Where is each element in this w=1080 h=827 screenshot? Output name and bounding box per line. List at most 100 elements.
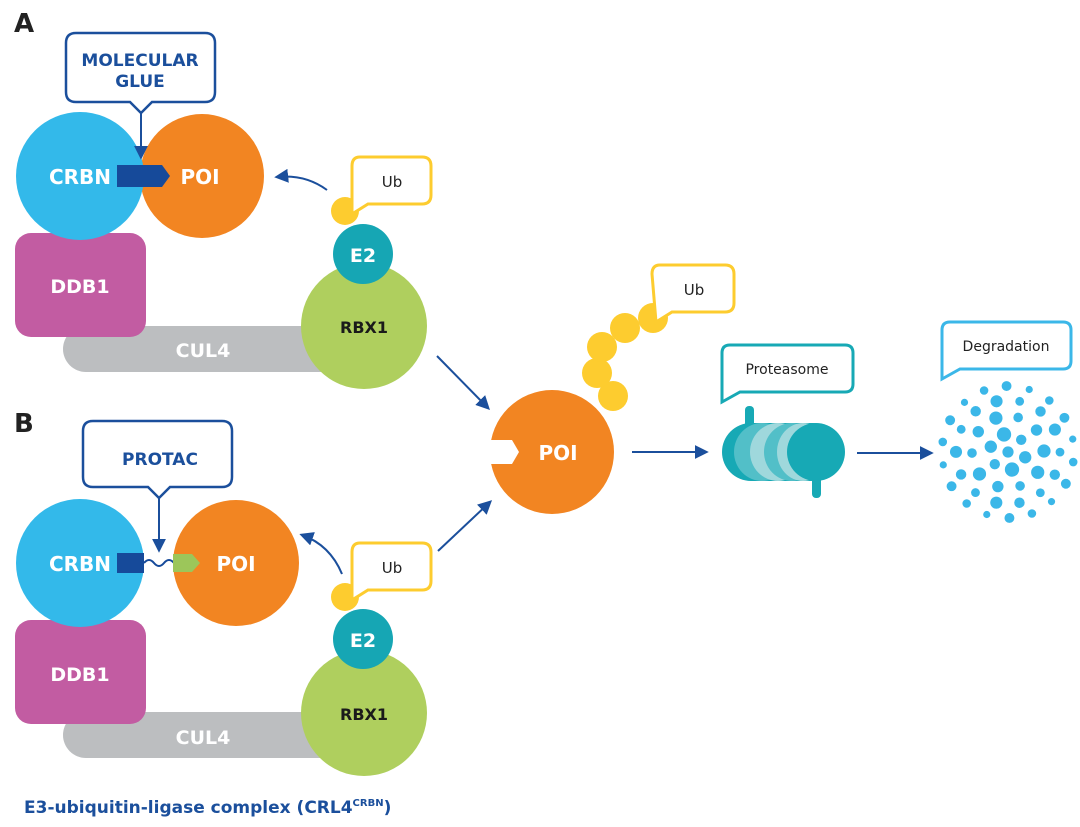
fragment-dot	[1031, 465, 1045, 479]
crbn-circle-a	[16, 112, 144, 240]
degradation-group: Degradation	[938, 320, 1078, 523]
rbx1-label-b: RBX1	[340, 705, 388, 724]
fragment-dot	[955, 469, 967, 480]
fragment-dot	[1055, 447, 1065, 457]
fragment-dot	[1027, 509, 1037, 518]
rbx1-circle-a	[301, 263, 427, 389]
fragment-dot	[1035, 488, 1045, 498]
fragment-dot	[1019, 451, 1032, 464]
poi-label-center: POI	[538, 441, 577, 465]
callout-line1-a: MOLECULAR	[81, 51, 198, 71]
ubiquitinated-poi-group: POI Ub	[436, 263, 736, 552]
fragment-dot	[992, 480, 1004, 493]
fragment-dot	[990, 496, 1003, 509]
fragment-dot	[1016, 434, 1027, 445]
fragment-dot	[979, 386, 989, 395]
poi-binding-notch	[488, 440, 519, 464]
fragment-dot	[1004, 462, 1020, 477]
fragment-dot	[1035, 406, 1046, 417]
protac-poi-ligand	[173, 554, 200, 572]
fragment-dot	[1015, 481, 1025, 491]
proteasome-label: Proteasome	[745, 362, 828, 378]
ub-chain-bead	[582, 358, 612, 388]
ddb1-label-a: DDB1	[50, 276, 109, 298]
ub-chain-bead	[598, 381, 628, 411]
poi-circle-b	[173, 500, 299, 626]
fragment-dot	[939, 461, 947, 469]
crbn-label-b: CRBN	[49, 552, 111, 576]
fragment-dot	[1069, 435, 1077, 443]
callout-label-b: PROTAC	[122, 450, 198, 470]
fragment-dot	[1047, 498, 1056, 506]
panel-a-letter: A	[14, 9, 34, 39]
fragment-dot	[971, 488, 980, 497]
e2-label-a: E2	[350, 245, 376, 267]
fragment-dot	[1002, 446, 1014, 458]
fragment-dot	[1030, 424, 1043, 436]
ub-callout-b	[350, 541, 433, 603]
fragment-dot	[984, 440, 997, 453]
ub-chain-bead	[610, 313, 640, 343]
fragment-dot	[1068, 457, 1078, 467]
fragment-dot	[1025, 385, 1033, 394]
fragment-dot	[1004, 513, 1015, 523]
peptide-fragments	[938, 381, 1078, 523]
callout-line2-a: GLUE	[115, 72, 165, 92]
ub-chain-bead	[587, 332, 617, 362]
proteasome-cap-top	[745, 406, 754, 428]
fragment-dot	[1013, 412, 1023, 423]
fragment-dot	[1001, 381, 1012, 391]
panel-a: A CUL4 DDB1 POI CRBN MOLECULAR GLUE RBX1…	[14, 9, 433, 389]
arrow-b-to-poi	[437, 500, 493, 552]
fragment-dot	[970, 406, 981, 417]
degradation-callout	[940, 320, 1073, 382]
fragment-dot	[960, 398, 969, 406]
protac-callout	[81, 419, 234, 500]
fragment-dot	[1015, 396, 1025, 406]
caption-main: E3-ubiquitin-ligase complex (CRL4	[24, 798, 353, 818]
fragment-dot	[967, 448, 977, 458]
fragment-dot	[989, 459, 1000, 470]
panel-b-letter: B	[14, 409, 34, 439]
ddb1-block-a	[15, 233, 146, 337]
fragment-dot	[1045, 396, 1054, 405]
fragment-dot	[1014, 497, 1025, 508]
poi-label-a: POI	[180, 165, 219, 189]
ub-label-a: Ub	[382, 173, 403, 191]
poi-label-b: POI	[216, 552, 255, 576]
cul4-label-b: CUL4	[176, 727, 231, 749]
molecular-glue-callout	[64, 31, 217, 115]
poi-circle-a	[140, 114, 264, 238]
fragment-dot	[946, 481, 957, 492]
fragment-dot	[938, 437, 948, 447]
ubiquitin-transfer-arrow-a	[274, 168, 328, 191]
fragment-dot	[1049, 469, 1061, 480]
rbx1-label-a: RBX1	[340, 318, 388, 337]
fragment-dot	[949, 445, 963, 458]
arrow-a-to-poi	[436, 355, 490, 410]
fragment-dot	[972, 425, 984, 438]
e2-label-b: E2	[350, 630, 376, 652]
caption-superscript: CRBN	[353, 798, 384, 809]
e2-circle-b	[333, 609, 393, 669]
ubiquitin-transfer-arrow-b	[299, 532, 343, 575]
fragment-dot	[972, 467, 987, 481]
ub-callout-a	[350, 155, 433, 217]
poi-circle-center	[490, 390, 614, 514]
caption: E3-ubiquitin-ligase complex (CRL4CRBN)	[24, 798, 391, 818]
fragment-dot	[1059, 412, 1070, 423]
cul4-label-a: CUL4	[176, 340, 231, 362]
fragment-dot	[1060, 478, 1071, 489]
ddb1-block-b	[15, 620, 146, 724]
fragment-dot	[1048, 423, 1061, 436]
proteasome-end	[787, 423, 845, 481]
ub-label-center: Ub	[684, 281, 705, 299]
fragment-dot	[956, 424, 966, 434]
crbn-label-a: CRBN	[49, 165, 111, 189]
protac-e3-ligand	[117, 553, 144, 573]
fragment-dot	[945, 415, 956, 426]
panel-b: B CUL4 DDB1 POI CRBN PROTAC RBX1 E2 Ub E…	[14, 409, 433, 818]
fragment-dot	[989, 411, 1003, 425]
fragment-dot	[996, 427, 1012, 442]
